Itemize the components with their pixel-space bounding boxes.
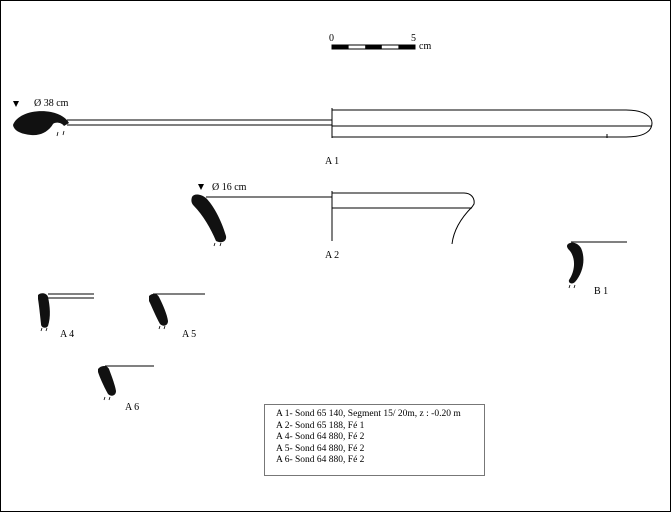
label-a4: A 4 (60, 329, 75, 340)
profile-a1 (13, 101, 653, 138)
label-a2: A 2 (325, 250, 340, 261)
scale-five-label: 5 (411, 33, 416, 44)
profile-a6 (98, 365, 154, 401)
scale-unit-label: cm (419, 41, 432, 52)
scale-bar (331, 44, 416, 50)
diameter-a1: Ø 38 cm (34, 98, 69, 109)
section-a1 (13, 111, 69, 136)
legend-line-a6: A 6- Sond 64 880, Fé 2 (276, 455, 365, 466)
profile-b1 (566, 241, 627, 289)
section-a4 (38, 293, 50, 328)
section-b1 (566, 242, 584, 284)
profile-a2 (191, 184, 475, 247)
legend-line-a2: A 2- Sond 65 188, Fé 1 (276, 420, 365, 431)
legend-line-a1: A 1- Sond 65 140, Segment 15/ 20m, z : -… (276, 409, 461, 419)
label-b1: B 1 (594, 286, 609, 297)
rim-triangle-a2 (198, 184, 204, 190)
section-a6 (98, 366, 116, 396)
profile-a4 (38, 293, 94, 332)
legend-box: A 1- Sond 65 140, Segment 15/ 20m, z : -… (264, 404, 485, 476)
section-a2 (191, 194, 227, 243)
legend-line-a4: A 4- Sond 64 880, Fé 2 (276, 432, 365, 443)
legend-line-a5: A 5- Sond 64 880, Fé 2 (276, 443, 365, 454)
section-a5 (149, 293, 168, 326)
label-a6: A 6 (125, 402, 140, 413)
label-a1: A 1 (325, 156, 340, 167)
scale-zero-label: 0 (329, 33, 334, 44)
diameter-a2: Ø 16 cm (212, 182, 247, 193)
label-a5: A 5 (182, 329, 197, 340)
rim-triangle-a1 (13, 101, 19, 107)
profile-a5 (149, 293, 205, 330)
